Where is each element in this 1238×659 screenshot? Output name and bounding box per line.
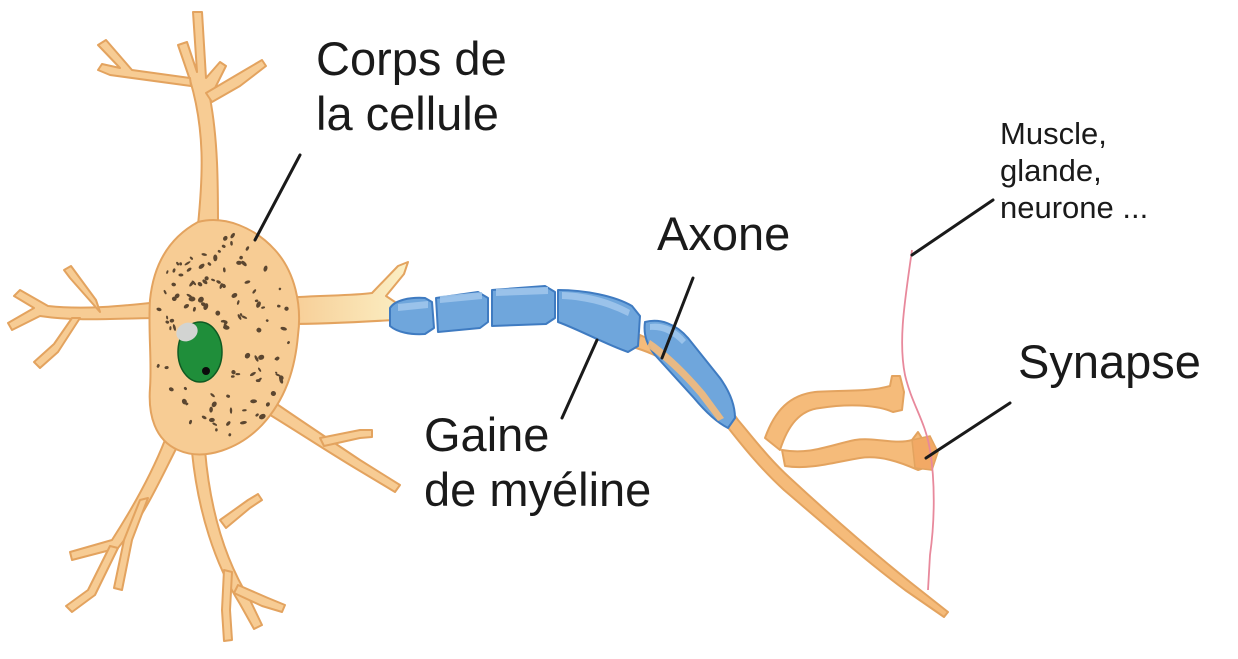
label-axon-text: Axone	[657, 207, 790, 262]
leader-cell-body	[255, 155, 300, 240]
soma-granule	[189, 297, 196, 302]
label-target-line1: Muscle,	[1000, 115, 1148, 152]
leader-target	[912, 200, 993, 255]
axon-terminals	[765, 376, 930, 470]
label-cell-body: Corps de la cellule	[316, 32, 507, 142]
label-myelin-line1: Gaine	[424, 408, 651, 463]
leader-myelin	[562, 340, 597, 418]
label-cell-body-line1: Corps de	[316, 32, 507, 87]
leader-synapse	[926, 403, 1010, 458]
label-target: Muscle, glande, neurone ...	[1000, 115, 1148, 227]
label-target-line3: neurone ...	[1000, 189, 1148, 226]
label-myelin: Gaine de myéline	[424, 408, 651, 518]
label-synapse: Synapse	[1018, 335, 1201, 390]
nucleus-spot	[202, 367, 210, 375]
label-synapse-text: Synapse	[1018, 335, 1201, 390]
label-cell-body-line2: la cellule	[316, 87, 507, 142]
label-axon: Axone	[657, 207, 790, 262]
soma-granule	[256, 379, 261, 382]
soma-granule	[235, 373, 240, 375]
target-membrane	[902, 250, 934, 590]
label-myelin-line2: de myéline	[424, 463, 651, 518]
label-target-line2: glande,	[1000, 152, 1148, 189]
